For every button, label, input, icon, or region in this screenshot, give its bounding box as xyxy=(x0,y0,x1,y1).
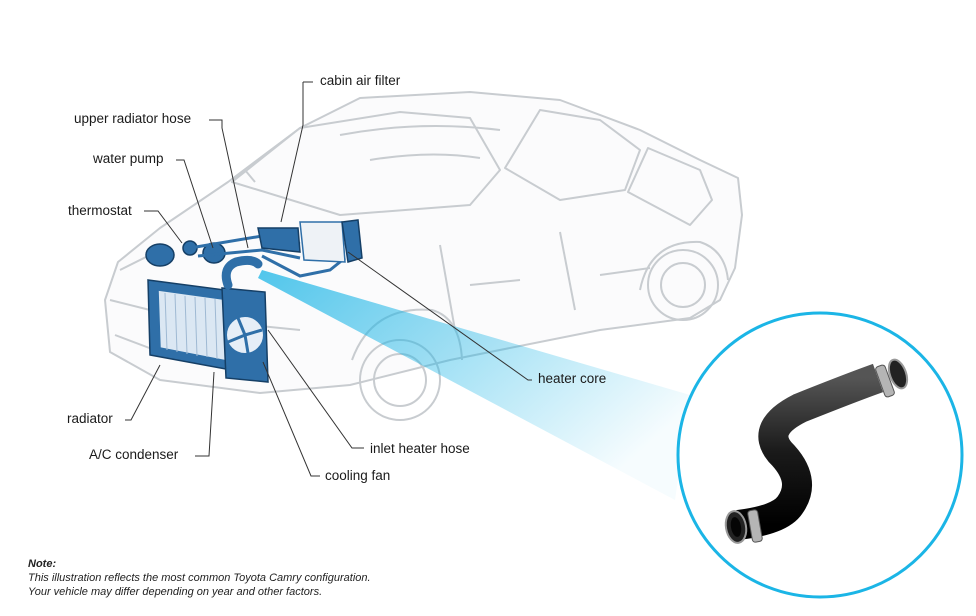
highlight-beam-icon xyxy=(258,270,690,500)
note-title: Note: xyxy=(28,558,57,570)
note-line-2: Your vehicle may differ depending on yea… xyxy=(28,586,323,598)
label-upper-radiator-hose: upper radiator hose xyxy=(74,111,192,126)
footnote: Note: This illustration reflects the mos… xyxy=(28,557,371,599)
thermostat-icon xyxy=(145,243,175,267)
label-cooling-fan: cooling fan xyxy=(325,468,391,483)
inlet-heater-hose-closeup-icon xyxy=(735,363,884,540)
label-ac-condenser: A/C condenser xyxy=(89,447,179,462)
cooling-components xyxy=(145,219,363,383)
label-heater-core: heater core xyxy=(538,371,607,386)
heater-core-icon xyxy=(299,221,346,263)
hose-zoom-detail xyxy=(676,311,964,599)
label-thermostat: thermostat xyxy=(68,203,132,218)
label-water-pump: water pump xyxy=(93,151,164,166)
leader-lines xyxy=(125,81,532,477)
cabin-air-filter-icon xyxy=(257,227,301,253)
label-radiator: radiator xyxy=(67,411,113,426)
label-inlet-heater-hose: inlet heater hose xyxy=(370,441,470,456)
upper-radiator-hose-icon xyxy=(221,255,263,290)
note-line-1: This illustration reflects the most comm… xyxy=(28,572,371,584)
label-cabin-air-filter: cabin air filter xyxy=(320,73,401,88)
inlet-heater-hose-icon xyxy=(261,254,346,278)
